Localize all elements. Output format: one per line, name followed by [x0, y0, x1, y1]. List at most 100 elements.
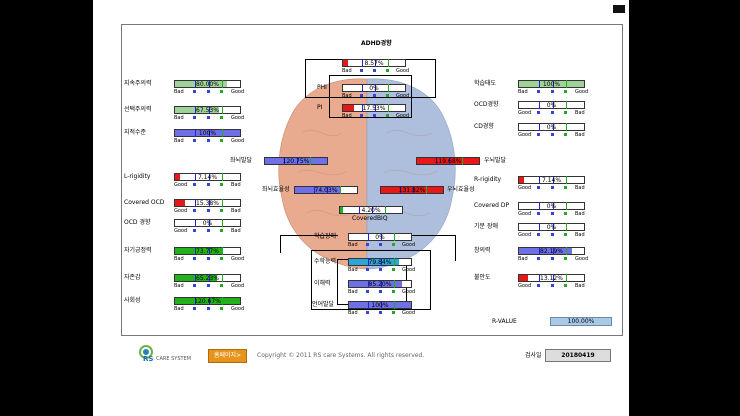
score-bar: 0% — [518, 101, 585, 109]
scale-right: Good — [231, 256, 245, 262]
scale-right: Good — [575, 256, 589, 262]
right-bar-label: 창의력 — [474, 247, 491, 254]
bar-tick — [195, 106, 197, 114]
marker-green — [219, 307, 223, 310]
bar-tick — [208, 247, 210, 255]
bar-value: 0% — [202, 220, 213, 227]
scale-right: Bad — [575, 232, 585, 238]
scale-right: Good — [402, 310, 416, 316]
score-bar: 120.67% — [174, 297, 241, 305]
bar-fill — [175, 200, 185, 206]
bar-tick — [327, 186, 328, 194]
bar-tick — [552, 223, 554, 231]
score-bar: 65.23% — [174, 274, 241, 282]
bar-tick — [221, 129, 223, 137]
bar-fill — [381, 187, 443, 193]
bar-fill — [265, 158, 327, 164]
bar-fill — [175, 107, 219, 113]
score-bar: 73.77% — [174, 247, 241, 255]
scale-right: Good — [231, 89, 245, 95]
bar-value: 100% — [198, 130, 217, 137]
bar-value: 119.68% — [434, 158, 462, 165]
bar-value: 17.53% — [362, 105, 386, 112]
scale-left: Good — [518, 283, 532, 289]
scale-left: Bad — [174, 138, 184, 144]
bar-tick — [449, 157, 450, 165]
bar-tick — [565, 223, 567, 231]
score-bar: 100% — [518, 80, 585, 88]
bar-tick — [393, 301, 395, 309]
bar-tick — [539, 123, 541, 131]
marker-blue — [379, 268, 382, 271]
connector-line — [405, 235, 455, 236]
copyright-text: Copyright © 2011 RS care Systems. All ri… — [257, 352, 425, 359]
score-bar: 67.53% — [174, 106, 241, 114]
connector-line — [280, 235, 338, 236]
bar-tick — [195, 173, 197, 181]
bar-tick — [539, 176, 541, 184]
score-bar: 0% — [518, 223, 585, 231]
marker-green — [391, 290, 395, 293]
bar-tick — [552, 101, 554, 109]
homepage-button[interactable]: 홈페이지> — [208, 349, 247, 363]
marker-green — [391, 311, 395, 314]
marker-green — [219, 209, 223, 212]
bar-tick — [387, 59, 389, 67]
left-bar-label: 자존감 — [124, 274, 141, 281]
scale-right: Good — [396, 93, 410, 99]
footer: RS CARE SYSTEM 홈페이지> Copyright © 2011 RS… — [93, 342, 629, 370]
left-hemisphere — [278, 78, 368, 270]
logo-subtext: CARE SYSTEM — [156, 356, 192, 362]
rs-logo-icon — [139, 345, 153, 359]
pi-label: PI — [317, 104, 323, 111]
bar-value: 4.20% — [361, 207, 381, 214]
marker-blue — [537, 257, 541, 260]
marker-blue — [550, 233, 554, 236]
bar-tick — [552, 274, 554, 282]
bar-value: 73.77% — [196, 248, 219, 255]
scale-left: Good — [518, 132, 532, 138]
bar-tick — [208, 80, 210, 88]
scale-left: Bad — [518, 256, 528, 262]
scale-right: Bad — [231, 182, 241, 188]
phi-bar: 0% — [342, 84, 406, 92]
scale-right: Bad — [231, 228, 241, 234]
bar-tick — [368, 233, 370, 241]
bar-tick — [221, 274, 223, 282]
marker-blue — [537, 133, 541, 136]
marker-blue — [550, 284, 554, 287]
score-bar: 80.00% — [174, 80, 241, 88]
connector-line — [455, 235, 456, 261]
bar-value: 0% — [546, 124, 557, 131]
score-bar: 15.38% — [174, 199, 241, 207]
scale-left: Bad — [348, 289, 358, 295]
right-eff-bar: 131.82% — [380, 186, 444, 194]
bar-value: 100% — [542, 81, 561, 88]
score-bar: 7.14% — [174, 173, 241, 181]
bar-tick — [221, 219, 223, 227]
reading-bar: 85.20% — [348, 280, 412, 288]
marker-blue — [206, 139, 210, 142]
left-bar-label: L-rigidity — [124, 173, 151, 180]
marker-blue — [366, 311, 370, 314]
covered-biq-label: CoveredBIQ — [352, 215, 388, 222]
bar-tick — [297, 157, 298, 165]
bar-tick — [436, 157, 438, 165]
scale-right: Bad — [575, 211, 585, 217]
marker-green — [219, 229, 223, 232]
scale-left: Bad — [342, 68, 352, 74]
bar-value: 8.57% — [364, 60, 384, 67]
marker-green — [563, 233, 567, 236]
scale-right: Good — [231, 138, 245, 144]
math-label: 수학능력 — [314, 258, 337, 265]
bar-tick — [393, 258, 395, 266]
bar-fill — [349, 302, 411, 308]
bar-tick — [221, 247, 223, 255]
scale-left: Good — [518, 211, 532, 217]
scroll-indicator[interactable] — [613, 5, 625, 13]
marker-blue — [193, 183, 197, 186]
r-value-label: R-VALUE — [492, 318, 517, 325]
scale-right: Good — [396, 68, 410, 74]
bar-fill — [519, 248, 573, 254]
